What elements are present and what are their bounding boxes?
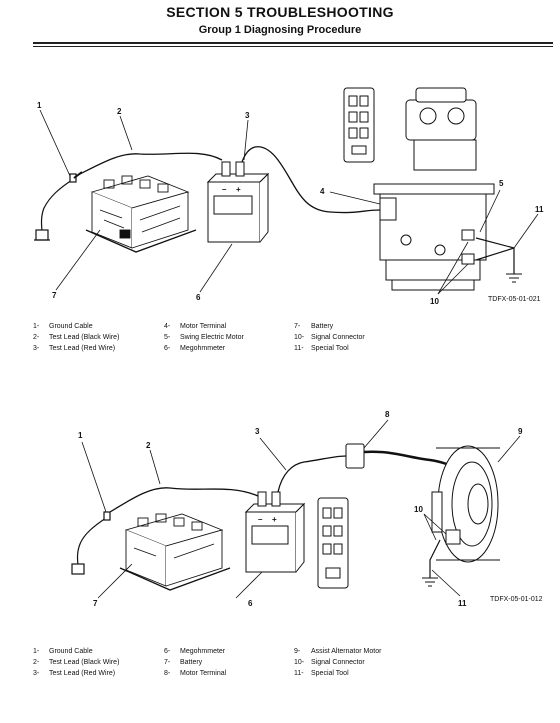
callout-1: 1 [37, 101, 42, 110]
assist-motor-diagram: – + [71, 410, 523, 608]
legend-item: 2-Test Lead (Black Wire) [33, 334, 120, 341]
ground-cable-illustration [34, 173, 77, 241]
callout-4: 4 [320, 187, 325, 196]
callout-2: 2 [117, 107, 122, 116]
callout-3: 3 [245, 111, 250, 120]
callout-10: 10 [430, 297, 439, 306]
legend-item: 11-Special Tool [294, 670, 349, 677]
signal-connector-illustration [317, 497, 349, 589]
megohmmeter-illustration: – + [244, 491, 306, 573]
test-lead-red [241, 146, 381, 214]
legend-item: 7-Battery [164, 659, 203, 666]
legend-item: 3-Test Lead (Red Wire) [33, 345, 116, 352]
callout-11: 11 [535, 205, 544, 214]
legend-item: 3-Test Lead (Red Wire) [33, 670, 116, 677]
meter-minus-sign: – [222, 185, 227, 194]
swing-motor-diagram: – + [34, 87, 544, 306]
section-title: SECTION 5 TROUBLESHOOTING [166, 4, 394, 20]
group-title: Group 1 Diagnosing Procedure [198, 24, 362, 36]
ground-cable-illustration [71, 511, 111, 575]
legend-item: 2-Test Lead (Black Wire) [33, 659, 120, 666]
assist-alternator-motor-illustration [431, 445, 500, 563]
test-lead-black [109, 487, 259, 513]
legend-item: 11-Special Tool [294, 345, 349, 352]
test-lead-black [75, 152, 223, 177]
legend-item: 10-Signal Connector [294, 334, 365, 341]
legend-item: 9-Assist Alternator Motor [294, 648, 382, 655]
legend-item: 8-Motor Terminal [164, 670, 227, 677]
callout-leaders [39, 109, 539, 295]
meter-minus-sign: – [258, 515, 263, 524]
callout-leaders [81, 419, 521, 599]
legend-item: 5-Swing Electric Motor [164, 334, 244, 341]
legend-item: 10-Signal Connector [294, 659, 365, 666]
meter-plus-sign: + [236, 185, 241, 194]
callout-6: 6 [248, 599, 253, 608]
callout-10: 10 [414, 505, 423, 514]
figure-code: TDFX-05-01-021 [488, 296, 541, 303]
callout-7: 7 [52, 291, 57, 300]
meter-plus-sign: + [272, 515, 277, 524]
signal-connector-illustration [343, 87, 375, 163]
legend-item: 4-Motor Terminal [164, 323, 227, 330]
legend-item: 1-Ground Cable [33, 648, 93, 655]
figure1-legend: 1-Ground Cable 2-Test Lead (Black Wire) … [0, 323, 560, 359]
battery-illustration [85, 175, 197, 253]
callout-3: 3 [255, 427, 260, 436]
callout-11: 11 [458, 599, 467, 608]
callout-8: 8 [385, 410, 390, 419]
callout-9: 9 [518, 427, 523, 436]
callout-7: 7 [93, 599, 98, 608]
figure-swing-motor-test: – + [0, 80, 560, 320]
megohmmeter-illustration: – + [206, 161, 270, 243]
swing-motor-illustration [373, 87, 495, 291]
figure-code: TDFX-05-01-012 [490, 596, 543, 603]
callout-1: 1 [78, 431, 83, 440]
callout-5: 5 [499, 179, 504, 188]
test-lead-red [277, 455, 347, 493]
special-tool-wire [429, 539, 441, 578]
legend-item: 7-Battery [294, 323, 334, 330]
figure2-legend: 1-Ground Cable 2-Test Lead (Black Wire) … [0, 648, 560, 684]
callout-2: 2 [146, 441, 151, 450]
legend-item: 6-Megohmmeter [164, 345, 226, 352]
figure-assist-motor-test: – + [0, 400, 560, 640]
battery-illustration [119, 513, 231, 591]
legend-item: 1-Ground Cable [33, 323, 93, 330]
legend-item: 6-Megohmmeter [164, 648, 226, 655]
header-rule-thin [33, 46, 553, 47]
callout-6: 6 [196, 293, 201, 302]
header-rule [33, 42, 553, 44]
